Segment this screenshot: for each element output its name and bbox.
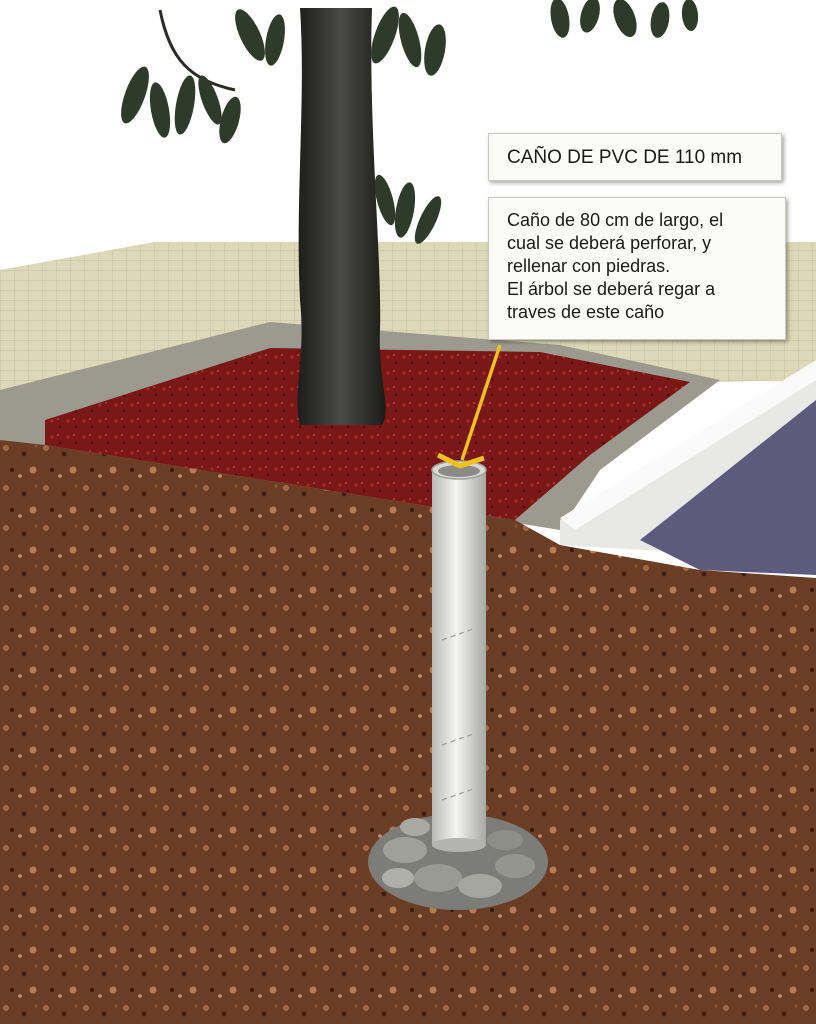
- pointer-arrow: [436, 344, 502, 469]
- note-line: cual se deberá perforar, y: [507, 233, 712, 253]
- note-line: El árbol se deberá regar a: [507, 279, 716, 299]
- curb-top: [560, 360, 816, 530]
- street-road: [640, 400, 816, 575]
- soil-section: [0, 440, 816, 1024]
- mulch-bed: [45, 348, 690, 520]
- tree-trunk: [297, 8, 386, 425]
- note-line: Caño de 80 cm de largo, el: [507, 210, 724, 230]
- pipe-note-label: Caño de 80 cm de largo, el cual se deber…: [488, 197, 786, 340]
- pipe-title-label: CAÑO DE PVC DE 110 mm: [488, 133, 782, 181]
- drainage-stones: [368, 814, 548, 910]
- tree-foliage: [121, 0, 699, 244]
- pipe-title-text: CAÑO DE PVC DE 110 mm: [507, 147, 743, 168]
- note-line: rellenar con piedras.: [507, 256, 671, 276]
- pvc-pipe: [431, 460, 487, 852]
- note-line: traves de este caño: [507, 302, 665, 322]
